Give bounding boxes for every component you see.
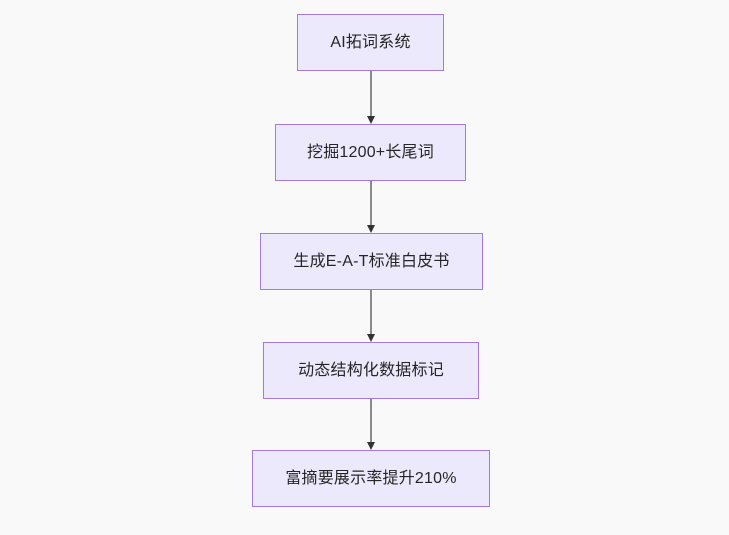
flow-node-label: 动态结构化数据标记 <box>298 361 444 379</box>
flow-node-rich-snippet-result[interactable]: 富摘要展示率提升210% <box>252 450 490 507</box>
connector-line <box>370 399 372 442</box>
arrowhead-icon <box>366 225 375 233</box>
arrowhead-icon <box>366 116 375 124</box>
flow-node-label: 生成E-A-T标准白皮书 <box>293 252 450 270</box>
connector-line <box>370 71 372 116</box>
arrowhead-icon <box>366 442 375 450</box>
flow-node-eat-whitepaper[interactable]: 生成E-A-T标准白皮书 <box>260 233 483 290</box>
flow-node-label: 挖掘1200+长尾词 <box>307 143 434 161</box>
connector-line <box>370 290 372 334</box>
flow-node-label: 富摘要展示率提升210% <box>285 469 457 487</box>
flow-node-longtail-mining[interactable]: 挖掘1200+长尾词 <box>275 124 466 181</box>
connector-line <box>370 181 372 225</box>
flow-node-structured-data-markup[interactable]: 动态结构化数据标记 <box>263 342 479 399</box>
arrowhead-icon <box>366 334 375 342</box>
flow-node-ai-keyword-system[interactable]: AI拓词系统 <box>297 14 444 71</box>
flow-node-label: AI拓词系统 <box>330 33 411 51</box>
